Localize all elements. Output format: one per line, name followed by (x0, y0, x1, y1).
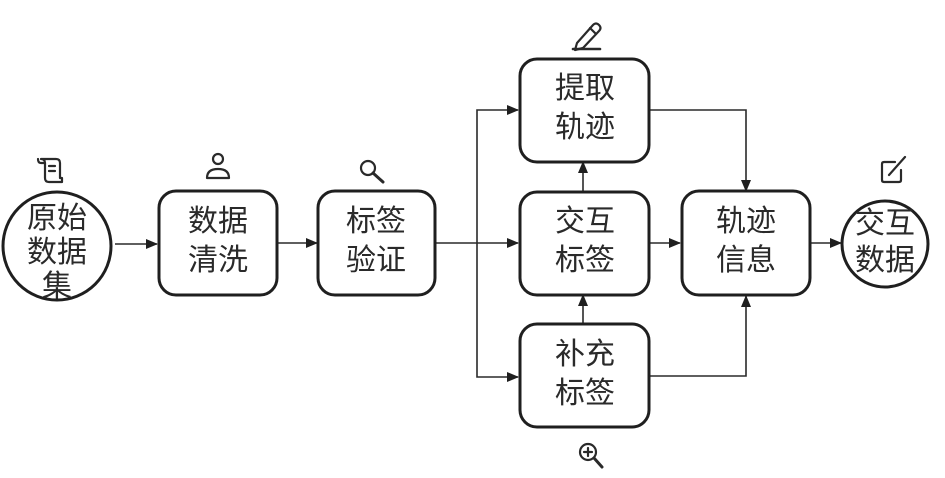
node-interaction-label (518, 190, 651, 297)
node-label-line: 标签 (555, 243, 615, 278)
node-label-line: 补充 (555, 337, 615, 372)
edit-icon (880, 155, 907, 184)
edge-extract-trajinfo (649, 109, 751, 192)
node-label-line: 标签 (555, 376, 615, 411)
node-label-line: 数据 (27, 235, 87, 270)
pencil-icon (571, 22, 602, 52)
node-raw-dataset (1, 190, 113, 302)
node-trajectory-info (680, 189, 812, 297)
node-label-line: 轨迹 (716, 204, 776, 239)
node-label-line: 数据 (188, 204, 248, 239)
node-label-line: 交互 (855, 206, 915, 241)
edge-verify-supplement (476, 243, 519, 382)
node-label-line: 轨迹 (555, 110, 615, 145)
node-label-verification (316, 189, 437, 297)
scroll-icon (36, 157, 64, 184)
node-label-line: 验证 (346, 243, 406, 278)
node-label-line: 原始 (27, 201, 87, 236)
user-icon (205, 152, 231, 180)
search-icon (359, 159, 385, 184)
node-interaction-data (840, 199, 930, 289)
node-label-line: 提取 (555, 71, 615, 106)
node-label-line: 数据 (855, 243, 915, 278)
node-supplement-label (518, 322, 651, 429)
node-label-line: 集 (42, 269, 72, 304)
node-label-line: 交互 (555, 204, 615, 239)
node-extract-trajectory (518, 57, 651, 164)
node-data-cleaning (157, 189, 279, 297)
zoom-in-icon (578, 442, 604, 469)
edge-verify-extract (476, 105, 519, 243)
node-label-line: 清洗 (188, 243, 248, 278)
edge-supplement-trajinfo (649, 295, 751, 377)
node-label-line: 信息 (716, 243, 776, 278)
node-label-line: 标签 (346, 204, 406, 239)
